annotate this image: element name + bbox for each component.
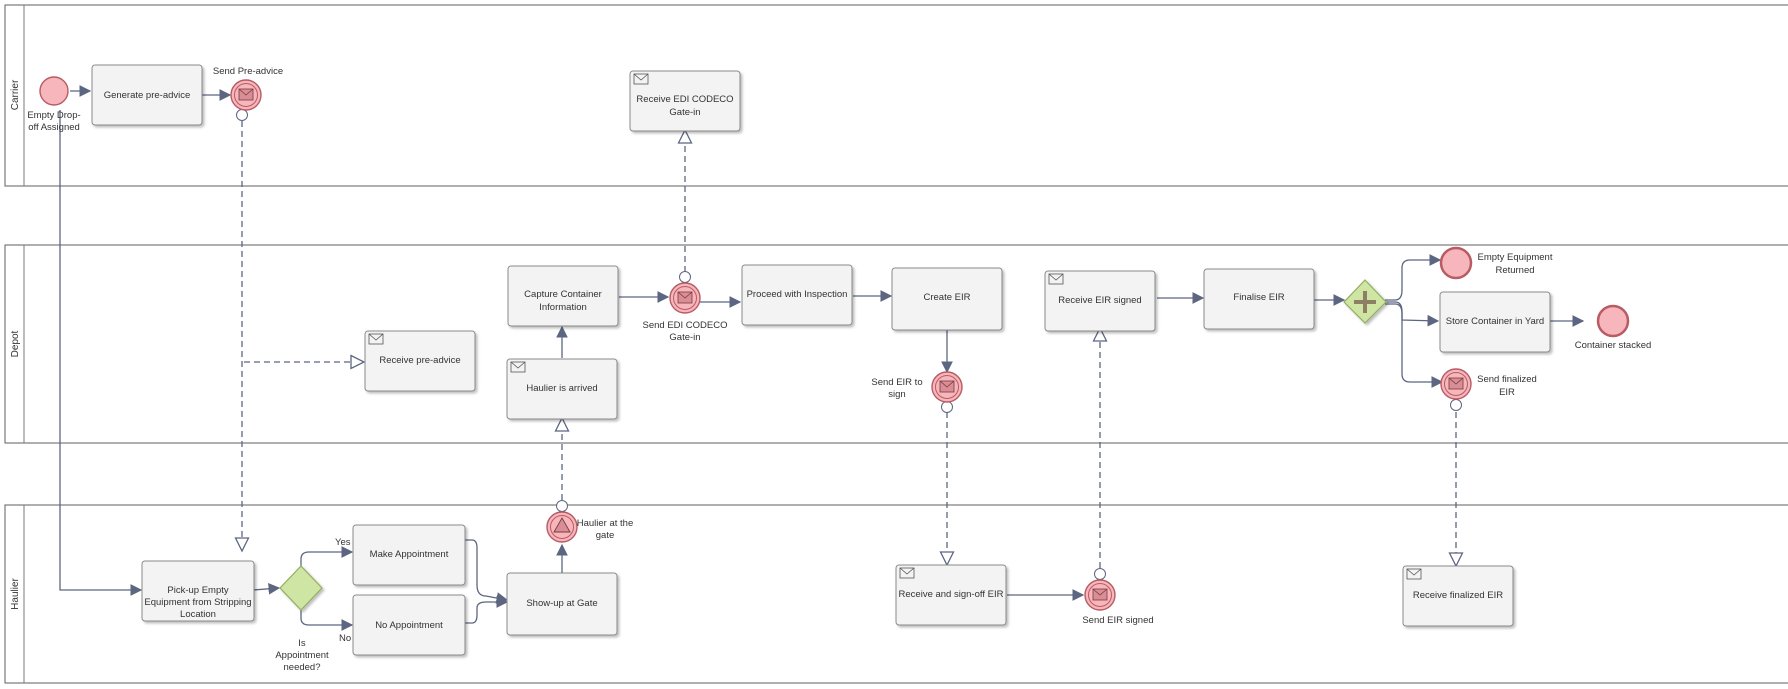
flow-no-to-show xyxy=(465,596,509,624)
event-label: Send Pre-advice xyxy=(213,66,283,77)
task-label: Show-up at Gate xyxy=(526,598,597,609)
task-label: Finalise EIR xyxy=(1233,292,1284,303)
lane-carrier: Carrier xyxy=(4,4,1788,187)
task-make-appointment[interactable]: Make Appointment xyxy=(352,524,466,586)
gateway-yes-label: Yes xyxy=(335,537,351,548)
flow-gateway-no xyxy=(300,610,354,631)
task-no-appointment[interactable]: No Appointment xyxy=(352,594,466,656)
task-show-up-at-gate[interactable]: Show-up at Gate xyxy=(506,572,618,636)
events: Empty Drop-off Assigned Send Pre-advice … xyxy=(27,66,1651,626)
message-icon xyxy=(633,73,649,85)
flow-pickup-to-gateway xyxy=(252,582,281,595)
message-icon xyxy=(1048,273,1064,285)
task-haulier-is-arrived[interactable]: Haulier is arrived xyxy=(506,358,618,420)
task-generate-pre-advice[interactable]: Generate pre-advice xyxy=(91,64,203,126)
message-flow-origins xyxy=(236,109,1462,580)
task-label: Generate pre-advice xyxy=(104,90,191,101)
lane-label-haulier: Haulier xyxy=(10,577,21,609)
end-event-container-stacked[interactable]: Container stacked xyxy=(1575,304,1652,351)
event-label: Send EIR signed xyxy=(1082,615,1153,626)
task-label: Receive EIR signed xyxy=(1058,295,1141,306)
flow-gateway-to-send-final xyxy=(1385,303,1444,388)
lane-label-depot: Depot xyxy=(10,330,21,357)
plus-icon xyxy=(1354,291,1376,313)
event-label: Empty Drop-off Assigned xyxy=(27,110,80,133)
task-receive-and-signoff-eir[interactable]: Receive and sign-off EIR xyxy=(895,564,1007,626)
event-label: Container stacked xyxy=(1575,340,1652,351)
event-send-eir-signed[interactable]: Send EIR signed xyxy=(1082,579,1154,626)
event-send-pre-advice[interactable]: Send Pre-advice xyxy=(213,66,283,111)
flow-gateway-to-returned xyxy=(1385,254,1442,301)
task-receive-pre-advice[interactable]: Receive pre-advice xyxy=(364,330,476,392)
task-label: Receive and sign-off EIR xyxy=(899,589,1004,600)
start-event-empty-dropoff[interactable]: Empty Drop-off Assigned xyxy=(27,76,81,133)
signal-triangle-icon xyxy=(553,517,571,533)
flow-start-to-pickup xyxy=(59,110,143,596)
task-label: Create EIR xyxy=(924,292,971,303)
message-icon xyxy=(899,567,915,579)
message-flows xyxy=(242,121,1456,568)
flow-gateway-yes xyxy=(300,546,354,568)
task-receive-eir-signed[interactable]: Receive EIR signed xyxy=(1044,270,1156,332)
message-icon xyxy=(1406,568,1422,580)
task-label: Receive pre-advice xyxy=(379,355,460,366)
lane-label-carrier: Carrier xyxy=(10,79,21,110)
message-icon xyxy=(368,333,384,345)
task-label: No Appointment xyxy=(375,620,443,631)
flow-make-to-show xyxy=(465,539,509,604)
sequence-flows xyxy=(59,85,1585,631)
task-store-container-in-yard[interactable]: Store Container in Yard xyxy=(1439,291,1551,353)
task-finalise-eir[interactable]: Finalise EIR xyxy=(1203,268,1315,330)
task-label: Make Appointment xyxy=(370,549,449,560)
task-label: Store Container in Yard xyxy=(1446,316,1544,327)
task-label: Proceed with Inspection xyxy=(747,289,848,300)
gateway-no-label: No xyxy=(339,633,351,644)
task-proceed-with-inspection[interactable]: Proceed with Inspection xyxy=(741,264,853,326)
parallel-gateway[interactable] xyxy=(1343,279,1387,324)
message-icon xyxy=(510,361,526,373)
task-receive-finalized-eir[interactable]: Receive finalized EIR xyxy=(1402,565,1514,627)
task-label: Haulier is arrived xyxy=(526,383,597,394)
task-label: Receive finalized EIR xyxy=(1413,590,1503,601)
task-create-eir[interactable]: Create EIR xyxy=(891,267,1003,331)
